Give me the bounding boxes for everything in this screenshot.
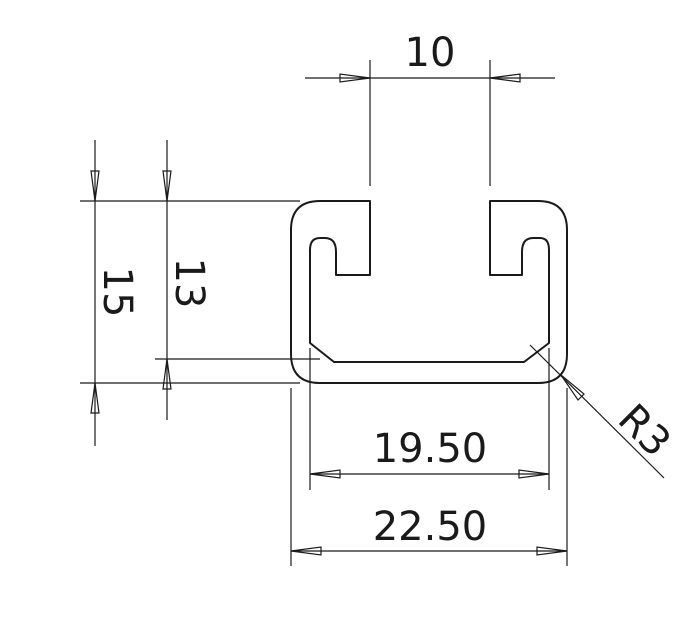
inner-height-label: 13	[166, 258, 212, 309]
dimension-outer-height: 15	[80, 140, 300, 446]
dimension-outer-width: 22.50	[290, 388, 568, 566]
outer-height-label: 15	[94, 267, 140, 318]
corner-radius-label: R3	[609, 396, 679, 466]
outer-width-label: 22.50	[373, 504, 488, 550]
dimension-inner-height: 13	[155, 140, 320, 420]
inner-width-label: 19.50	[373, 426, 488, 472]
dimension-corner-radius: R3	[529, 344, 679, 479]
slot-width-label: 10	[405, 30, 456, 76]
outer-contour	[290, 200, 568, 384]
dimension-inner-width: 19.50	[309, 348, 550, 490]
dimension-slot-width: 10	[305, 30, 555, 186]
channel-profile	[290, 200, 568, 384]
